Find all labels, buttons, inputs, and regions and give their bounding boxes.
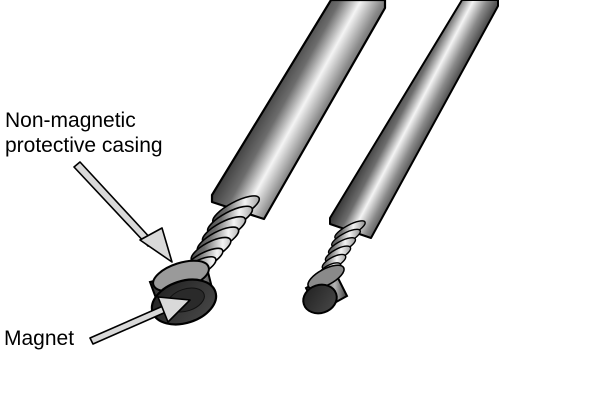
magnet-pointer-arrow <box>89 296 191 345</box>
small-pickup-rod <box>302 0 499 315</box>
casing-label-line-2: protective casing <box>5 134 163 157</box>
casing-pointer-arrow <box>73 161 173 263</box>
magnet-label: Magnet <box>4 327 75 350</box>
large-rod-outer-tube <box>210 0 387 221</box>
small-rod-outer-tube <box>329 0 499 239</box>
casing-label-line-1: Non-magnetic <box>5 109 136 132</box>
small-rod-magnet-tip <box>302 264 349 315</box>
large-pickup-rod <box>148 0 387 326</box>
casing-label: Non-magnetic protective casing <box>5 108 163 158</box>
